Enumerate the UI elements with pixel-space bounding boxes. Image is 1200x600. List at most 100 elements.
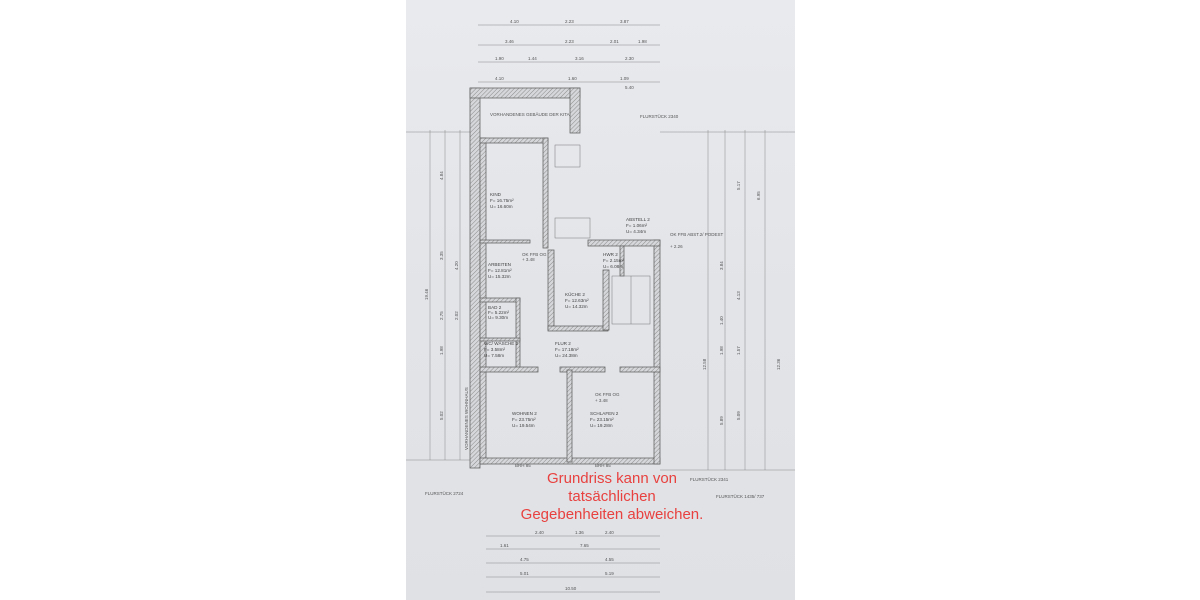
dim-label: 1.90 xyxy=(495,56,504,61)
dim-label: 6.95 xyxy=(756,191,761,200)
room-area: F= 12.81m² xyxy=(488,268,512,273)
parcel-label: FLURSTÜCK 2341 xyxy=(690,476,729,482)
parcel-label: FLURSTÜCK 2724 xyxy=(425,490,464,496)
room-area: F= 23.75m² xyxy=(512,417,536,422)
room-area: F= 1.06m² xyxy=(626,223,648,228)
dim-label: 2.30 xyxy=(625,56,634,61)
room-perimeter: U= 19.54m xyxy=(512,423,535,428)
dim-label: 1.61 xyxy=(500,543,509,548)
room-area: F= 3.58m² xyxy=(484,347,506,352)
room-perimeter: U= 15.32m xyxy=(488,274,511,279)
dim-label: 4.13 xyxy=(736,291,741,300)
level-label: OK FFB OG xyxy=(522,252,547,257)
dim-label: 2.75 xyxy=(439,311,444,320)
kita-wall xyxy=(569,87,581,134)
parcel-label: FLURSTÜCK 2340 xyxy=(640,113,679,119)
dim-label: 4.55 xyxy=(605,557,614,562)
dim-label: 3.87 xyxy=(620,19,629,24)
dim-label: 5.09 xyxy=(736,411,741,420)
walls xyxy=(479,137,661,465)
dim-label: 2.40 xyxy=(535,530,544,535)
dim-label: 4.10 xyxy=(495,76,504,81)
dim-label: 5.89 xyxy=(719,416,724,425)
dim-label: 1.09 xyxy=(620,76,629,81)
room-perimeter: U= 9.30m xyxy=(488,315,508,320)
dim-label: 2.02 xyxy=(454,311,459,320)
level-label: OK FFB OG xyxy=(595,392,620,397)
dim-label: 4.20 xyxy=(454,261,459,270)
dim-label: 5.01 xyxy=(520,571,529,576)
dim-label: 4.84 xyxy=(439,171,444,180)
dim-label: 4.10 xyxy=(510,19,519,24)
dim-label: 4.75 xyxy=(520,557,529,562)
room-perimeter: U= 4.34m xyxy=(626,229,646,234)
sill-height-label: BRH 85 xyxy=(595,463,611,468)
dim-label: 3.46 xyxy=(505,39,514,44)
dim-label: 5.17 xyxy=(736,181,741,190)
sill-height-label: BRH 85 xyxy=(515,463,531,468)
dim-label: 2.01 xyxy=(610,39,619,44)
dim-label: 3.84 xyxy=(719,261,724,270)
room-labels: KIND F= 16.75m² U= 16.60m ARBEITEN F= 12… xyxy=(484,192,724,468)
room-name: WOHNEN 2 xyxy=(512,411,537,416)
dim-label: 1.57 xyxy=(736,346,741,355)
room-perimeter: U= 24.38m xyxy=(555,353,578,358)
room-name: KIND xyxy=(490,192,502,197)
dim-label: 10.50 xyxy=(565,586,577,591)
room-perimeter: U= 19.28m xyxy=(590,423,613,428)
room-perimeter: U= 6.08m xyxy=(603,264,623,269)
dim-label: 1.60 xyxy=(568,76,577,81)
note-line: tatsächlichen xyxy=(568,488,656,505)
room-area: F= 23.15m² xyxy=(590,417,614,422)
dim-label: 3.16 xyxy=(575,56,584,61)
dim-label: 7.65 xyxy=(580,543,589,548)
dim-label: 12.58 xyxy=(702,358,707,370)
room-name: KÜCHE 2 xyxy=(565,291,585,297)
room-area: F= 5.22m² xyxy=(488,310,510,315)
dim-label: 1.98 xyxy=(638,39,647,44)
dim-label: 2.23 xyxy=(565,19,574,24)
room-name: BAD 2 xyxy=(488,305,502,310)
note-line: Gegebenheiten abweichen. xyxy=(520,506,704,523)
dim-label: 19.46 xyxy=(424,288,429,300)
level-value: + 3.48 xyxy=(522,257,535,262)
bottom-dimensions: 2.40 1.36 2.40 1.61 7.65 4.75 4.55 5.01 … xyxy=(486,530,660,593)
kita-label: VORHANDENES GEBÄUDE DER KITA xyxy=(490,111,570,117)
dim-label: 12.36 xyxy=(776,358,781,370)
room-name: FLUR 2 xyxy=(555,341,571,346)
room-perimeter: U= 7.58m xyxy=(484,353,504,358)
room-perimeter: U= 16.60m xyxy=(490,204,513,209)
dim-label: 1.44 xyxy=(528,56,537,61)
dim-label: 5.40 xyxy=(625,85,634,90)
dim-label: 1.98 xyxy=(719,346,724,355)
room-name: WC/ WÄSCHE 2 xyxy=(484,340,519,346)
dim-label: 1.36 xyxy=(575,530,584,535)
note-line: Grundriss kann von xyxy=(546,470,678,487)
level-value: + 3.48 xyxy=(595,398,608,403)
dim-label: 3.35 xyxy=(439,251,444,260)
staircase xyxy=(554,144,651,325)
room-perimeter: U= 14.32m xyxy=(565,304,588,309)
room-name: ARBEITEN xyxy=(488,262,511,267)
kita-wall xyxy=(469,87,581,99)
parcel-label: FLURSTÜCK 1435/ 737 xyxy=(716,493,765,499)
room-area: F= 2.15m² xyxy=(603,258,625,263)
dim-label: 5.19 xyxy=(605,571,614,576)
disclaimer-note: Grundriss kann von tatsächlichen Gegeben… xyxy=(490,470,734,524)
room-name: HWR 2 xyxy=(603,252,618,257)
dim-label: 5.02 xyxy=(439,411,444,420)
room-name: ABSTELL 2 xyxy=(626,217,650,222)
dim-label: 1.98 xyxy=(439,346,444,355)
room-area: F= 17.18m² xyxy=(555,347,579,352)
existing-building-wall xyxy=(469,87,481,469)
top-dimensions: 4.10 2.23 3.87 3.46 2.23 2.01 1.98 1.90 … xyxy=(478,19,660,90)
room-area: F= 12.63m² xyxy=(565,298,589,303)
room-name: SCHLAFEN 2 xyxy=(590,411,619,416)
room-area: F= 16.75m² xyxy=(490,198,514,203)
side-dimensions: 4.84 3.35 4.20 2.75 2.02 1.98 5.02 19.46… xyxy=(406,130,795,471)
dim-label: 2.40 xyxy=(605,530,614,535)
dim-label: 2.23 xyxy=(565,39,574,44)
level-value: + 2.26 xyxy=(670,244,683,249)
wohnhaus-label: VORHANDENES WOHNHAUS xyxy=(464,387,469,450)
